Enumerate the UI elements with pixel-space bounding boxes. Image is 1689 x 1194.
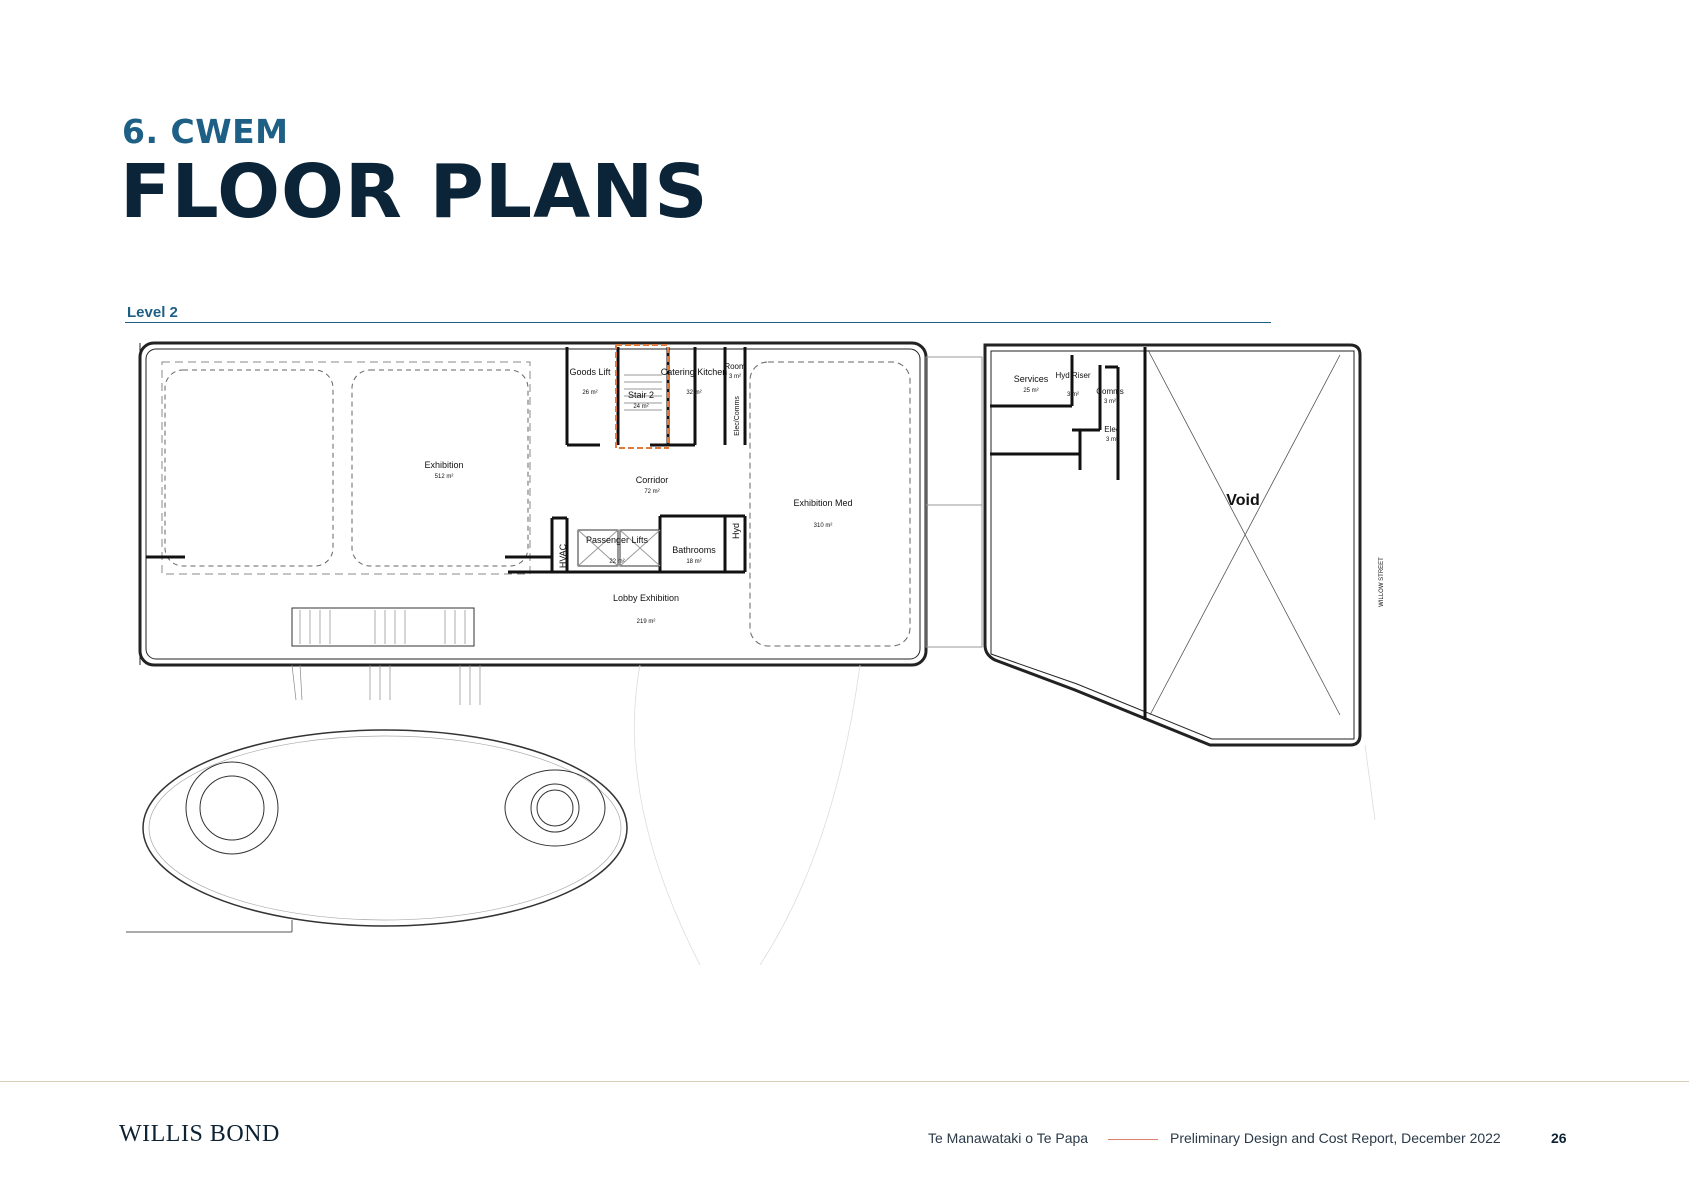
room-hyd: Hyd bbox=[731, 523, 741, 539]
plan-label: 22 m² bbox=[609, 559, 624, 565]
room-services: Services bbox=[1014, 374, 1049, 384]
room-hvac: HVAC bbox=[558, 543, 568, 568]
room-corridor: Corridor bbox=[636, 475, 669, 485]
section-label: 6. CWEM bbox=[122, 112, 289, 151]
plan-label: 512 m² bbox=[435, 474, 454, 480]
exhibition-zone-left bbox=[164, 369, 334, 567]
room-passenger-lifts: Passenger Lifts bbox=[586, 535, 649, 545]
willis-bond-logo: WILLIS BOND bbox=[119, 1121, 280, 1147]
plan-label: 310 m² bbox=[814, 523, 833, 529]
room-elec: Elec bbox=[1104, 425, 1120, 434]
room-catering-kitchen: Catering Kitchen bbox=[661, 367, 728, 377]
room-comms: Comms bbox=[1096, 387, 1124, 396]
plan-label: 32 m² bbox=[686, 390, 701, 396]
pavilion-oval bbox=[142, 729, 628, 927]
plan-label: 3 m² bbox=[1067, 392, 1079, 398]
plan-label: 219 m² bbox=[637, 619, 656, 625]
footer-divider bbox=[0, 1081, 1689, 1082]
room-hyd-riser: Hyd Riser bbox=[1055, 371, 1090, 380]
level-label: Level 2 bbox=[127, 304, 178, 321]
room-stair-2: Stair 2 bbox=[628, 390, 654, 400]
room-elec-comms: Elec/Comms bbox=[734, 396, 741, 436]
plan-label: 24 m² bbox=[633, 404, 648, 410]
plan-label: 3 m² bbox=[1106, 437, 1118, 443]
room-exhibition: Exhibition bbox=[424, 460, 463, 470]
exhibition-zone-right bbox=[351, 369, 529, 567]
room-room: Room bbox=[724, 362, 746, 371]
footer-report: Preliminary Design and Cost Report, Dece… bbox=[1170, 1130, 1501, 1146]
void-label: Void bbox=[1226, 492, 1259, 509]
plan-label: 3 m² bbox=[1104, 399, 1116, 405]
plan-label: 18 m² bbox=[686, 559, 701, 565]
room-lobby-exhibition: Lobby Exhibition bbox=[613, 593, 679, 603]
plan-label: 25 m² bbox=[1023, 388, 1038, 394]
plan-label: 72 m² bbox=[644, 489, 659, 495]
footer-dash bbox=[1108, 1139, 1158, 1140]
street-label: WILLOW STREET bbox=[1379, 557, 1385, 607]
room-exhibition-med: Exhibition Med bbox=[793, 498, 852, 508]
plan-label: 26 m² bbox=[582, 390, 597, 396]
page-number: 26 bbox=[1551, 1130, 1567, 1146]
footer-project: Te Manawataki o Te Papa bbox=[928, 1130, 1089, 1146]
plan-label: 3 m² bbox=[729, 374, 741, 380]
room-bathrooms: Bathrooms bbox=[672, 545, 716, 555]
right-building-outline bbox=[983, 343, 1362, 747]
page-title: FLOOR PLANS bbox=[120, 149, 709, 235]
level-divider bbox=[125, 322, 1271, 323]
room-goods-lift: Goods Lift bbox=[569, 367, 611, 377]
stair-2 bbox=[615, 344, 669, 449]
exhibition-med-zone bbox=[749, 361, 911, 647]
